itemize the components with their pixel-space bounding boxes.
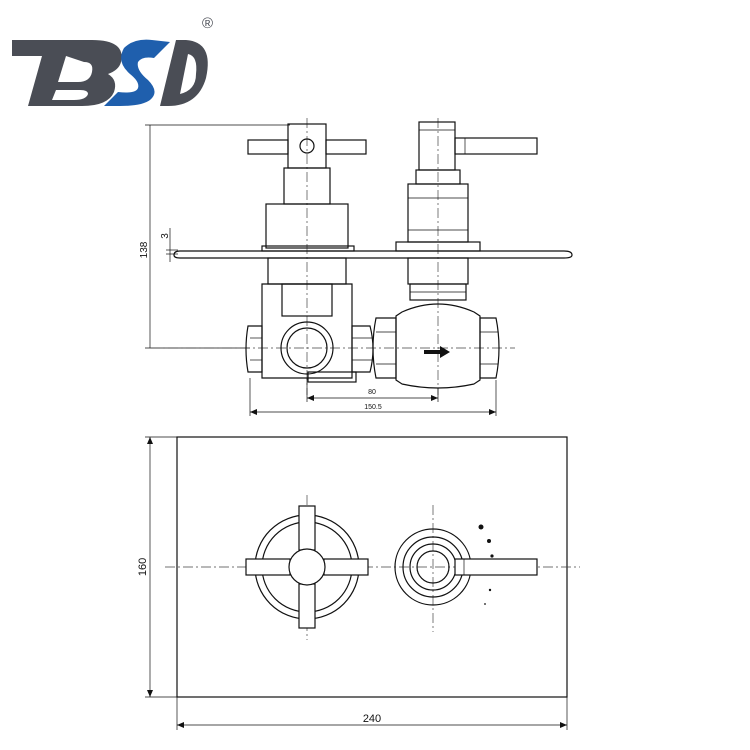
right-arrow-icon [424, 346, 450, 358]
left-valve-side [245, 118, 374, 395]
side-view: 138 3 [139, 118, 573, 416]
left-inlet-nut [245, 325, 263, 373]
dim-plate-width: 240 [363, 713, 381, 725]
left-outlet-spout [307, 371, 357, 383]
cross-arm-right [323, 558, 369, 576]
left-body-insert [281, 283, 333, 317]
cross-arm-bottom [298, 583, 316, 629]
cross-center-hub [288, 548, 326, 586]
logo-letter-d [160, 40, 208, 106]
right-inlet-nut [372, 317, 397, 379]
dim-overall-height: 138 [139, 241, 150, 258]
left-flange-base [261, 245, 355, 252]
temp-dot-5 [484, 603, 486, 605]
left-cross-arm-left [247, 139, 289, 155]
right-valve-body [395, 303, 481, 389]
dim-plate-thickness: 3 [160, 233, 171, 239]
cross-arm-top [298, 505, 316, 551]
right-valve-side [372, 118, 538, 395]
right-flange [395, 241, 481, 252]
left-hub-screw [299, 138, 315, 154]
front-view: 160 240 [137, 436, 580, 730]
dim-plate-height: 160 [137, 558, 149, 576]
temp-dot-4 [488, 588, 492, 592]
registered-mark: ® [202, 15, 213, 32]
lever-arm [454, 558, 538, 576]
temp-dot-3 [490, 554, 494, 558]
dim-inlet-spacing: 80 [368, 389, 376, 396]
dim-overall-width: 150.5 [364, 404, 382, 411]
cross-handle-icon [245, 495, 369, 640]
lever-handle-icon [394, 505, 538, 632]
logo-letter-b [12, 40, 122, 106]
left-cross-arm-right [325, 139, 367, 155]
right-lever-hub [418, 121, 456, 171]
right-lever-arm [454, 137, 538, 155]
right-outlet-nut [479, 317, 500, 379]
brand-logo: ® [12, 15, 213, 106]
right-rosette-inner [416, 550, 450, 584]
temp-dot-2 [487, 539, 491, 543]
logo-letter-s [104, 39, 170, 106]
left-outlet-ring-outer [280, 321, 334, 375]
cover-plate [173, 250, 573, 259]
left-right-stub [351, 325, 374, 373]
left-outlet-ring-inner [286, 327, 328, 369]
temp-dot-1 [478, 524, 484, 530]
left-flange-cover [265, 203, 349, 249]
cross-arm-left [245, 558, 291, 576]
